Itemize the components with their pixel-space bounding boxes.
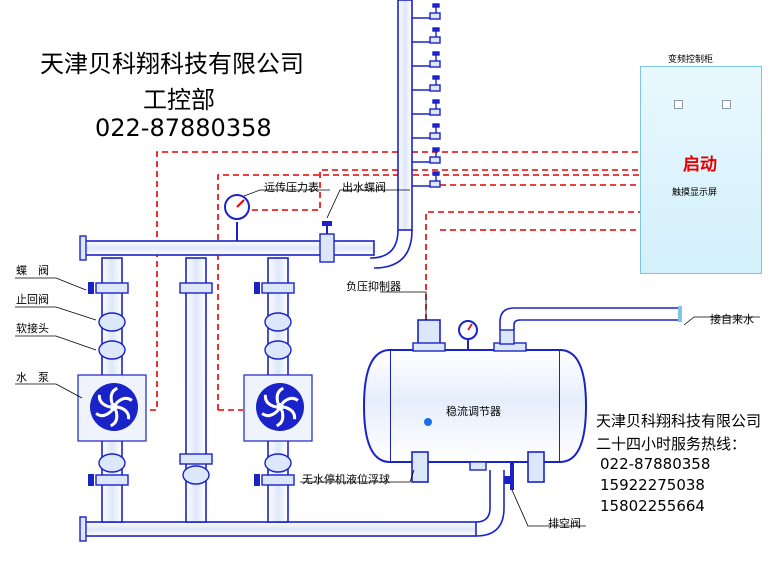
bypass-pipe bbox=[179, 257, 213, 523]
header-pipe bbox=[79, 235, 375, 261]
pump-column bbox=[243, 257, 313, 523]
label-stabilizer: 稳流调节器 bbox=[446, 405, 501, 418]
company-name-top: 天津贝科翔科技有限公司 bbox=[40, 50, 304, 78]
suction-pipe bbox=[79, 470, 505, 542]
cabinet-title: 变频控制柜 bbox=[668, 55, 714, 65]
tap-water-inlet bbox=[493, 306, 682, 352]
control-cabinet bbox=[640, 66, 762, 274]
contact-company: 天津贝科翔科技有限公司 bbox=[596, 412, 762, 430]
riser-pipe bbox=[369, 0, 413, 269]
department: 工控部 bbox=[143, 86, 215, 114]
cabinet-indicator-right bbox=[722, 100, 731, 109]
label-drain-valve: 排空阀 bbox=[548, 517, 581, 530]
outlet-valve bbox=[319, 221, 335, 263]
pump-column bbox=[77, 257, 147, 523]
label-neg-pressure: 负压抑制器 bbox=[346, 280, 401, 293]
riser-tap bbox=[412, 3, 441, 20]
contact-phone-3: 15802255664 bbox=[600, 497, 705, 515]
label-outlet-valve: 出水蝶阀 bbox=[342, 181, 386, 194]
contact-phone-1: 022-87880358 bbox=[600, 455, 711, 473]
riser-tap bbox=[412, 51, 441, 68]
leader-lines bbox=[15, 189, 760, 527]
neg-pressure-suppressor bbox=[412, 319, 446, 352]
phone-top: 022-87880358 bbox=[95, 114, 272, 142]
signal-lines bbox=[150, 151, 642, 411]
stabilizer-tank bbox=[362, 349, 588, 463]
label-check-valve: 止回阀 bbox=[16, 293, 49, 306]
label-float-switch: 无水停机液位浮球 bbox=[302, 473, 390, 486]
label-butterfly-valve: 蝶 阀 bbox=[16, 264, 49, 277]
riser-taps bbox=[412, 3, 441, 188]
label-pump: 水 泵 bbox=[16, 371, 49, 384]
riser-tap bbox=[412, 123, 441, 140]
pump-columns bbox=[77, 257, 313, 523]
cabinet-indicator-left bbox=[674, 100, 683, 109]
label-remote-gauge: 远传压力表 bbox=[264, 181, 319, 194]
touch-screen-label: 触摸显示屏 bbox=[672, 188, 718, 198]
label-tap-water: 接自来水 bbox=[710, 313, 754, 326]
riser-tap bbox=[412, 99, 441, 116]
tank-gauge bbox=[458, 320, 478, 350]
remote-gauge bbox=[224, 194, 250, 241]
riser-tap bbox=[412, 75, 441, 92]
riser-tap bbox=[412, 147, 441, 164]
float-switch bbox=[411, 451, 545, 490]
contact-phone-2: 15922275038 bbox=[600, 476, 705, 494]
start-button[interactable]: 启动 bbox=[683, 155, 717, 175]
riser-tap bbox=[412, 171, 441, 188]
label-soft-joint: 软接头 bbox=[16, 322, 49, 335]
contact-hotline: 二十四小时服务热线： bbox=[596, 435, 747, 453]
riser-tap bbox=[412, 27, 441, 44]
